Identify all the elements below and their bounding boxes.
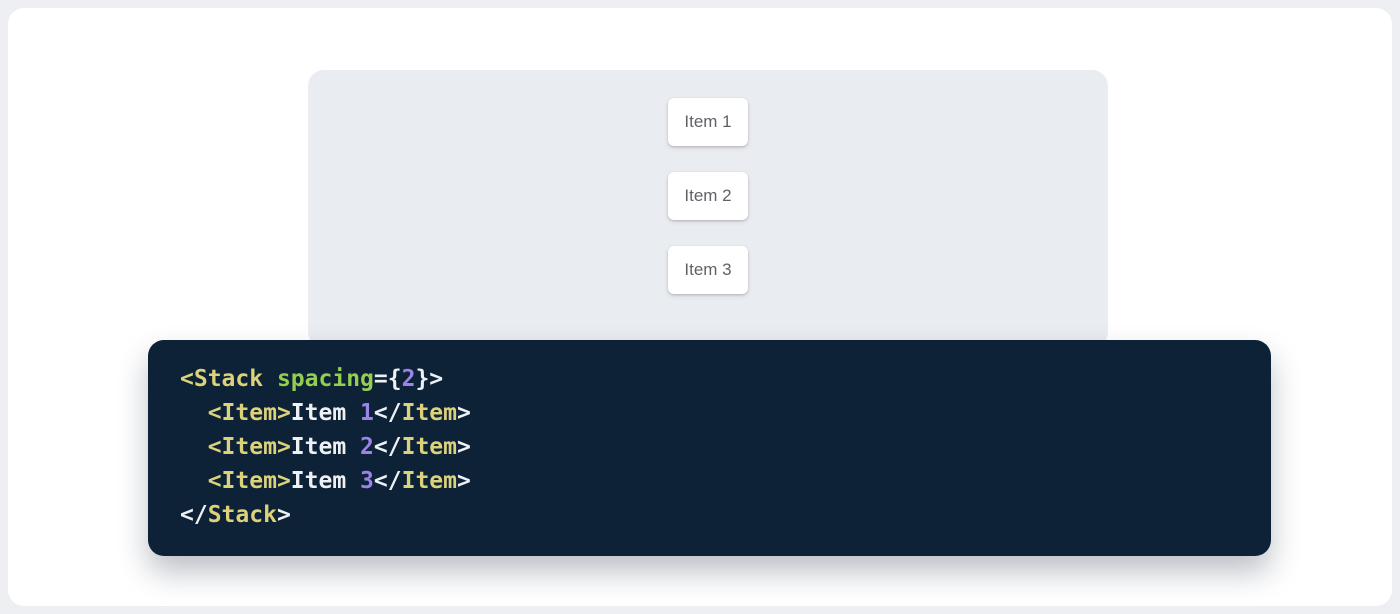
stack-item: Item 1 <box>668 98 748 146</box>
code-token-number: 3 <box>360 468 374 494</box>
code-token-plain: > <box>457 434 471 460</box>
code-line: <Item>Item 3</Item> <box>180 464 1239 498</box>
code-token-tag: Item <box>401 434 457 460</box>
code-token-plain <box>180 468 208 494</box>
code-token-tag: Item <box>401 468 457 494</box>
code-token-tag: <Item> <box>207 400 291 426</box>
code-token-plain: Item <box>290 400 361 426</box>
code-token-plain <box>263 366 277 392</box>
stack-item: Item 2 <box>668 172 748 220</box>
code-token-plain: </ <box>373 434 402 460</box>
code-token-tag: Item <box>401 400 457 426</box>
code-token-plain <box>180 434 208 460</box>
code-content: <Stack spacing={2}> <Item>Item 1</Item> … <box>180 362 1239 532</box>
stack-item: Item 3 <box>668 246 748 294</box>
code-token-number: 1 <box>360 400 374 426</box>
code-token-plain <box>180 400 208 426</box>
code-line: <Item>Item 1</Item> <box>180 396 1239 430</box>
code-line: <Stack spacing={2}> <box>180 362 1239 396</box>
code-token-tag: <Item> <box>207 468 291 494</box>
code-token-plain: </ <box>180 502 208 528</box>
code-token-plain: </ <box>373 400 402 426</box>
code-token-plain: ={ <box>373 366 402 392</box>
code-token-tag: <Item> <box>207 434 291 460</box>
code-line: </Stack> <box>180 498 1239 532</box>
code-token-number: 2 <box>401 366 416 392</box>
code-token-plain: Item <box>290 468 361 494</box>
code-token-plain: Item <box>290 434 361 460</box>
code-block: <Stack spacing={2}> <Item>Item 1</Item> … <box>148 340 1271 556</box>
code-token-plain: > <box>457 400 471 426</box>
code-line: <Item>Item 2</Item> <box>180 430 1239 464</box>
code-token-plain: > <box>457 468 471 494</box>
code-token-tag: <Stack <box>180 366 264 392</box>
code-token-number: 2 <box>360 434 374 460</box>
stack-preview-panel: Item 1 Item 2 Item 3 <box>308 70 1108 348</box>
code-token-attr: spacing <box>276 366 374 392</box>
code-token-tag: Stack <box>207 502 277 528</box>
code-token-plain: > <box>276 502 291 528</box>
code-token-plain: </ <box>373 468 402 494</box>
code-token-plain: }> <box>415 366 444 392</box>
